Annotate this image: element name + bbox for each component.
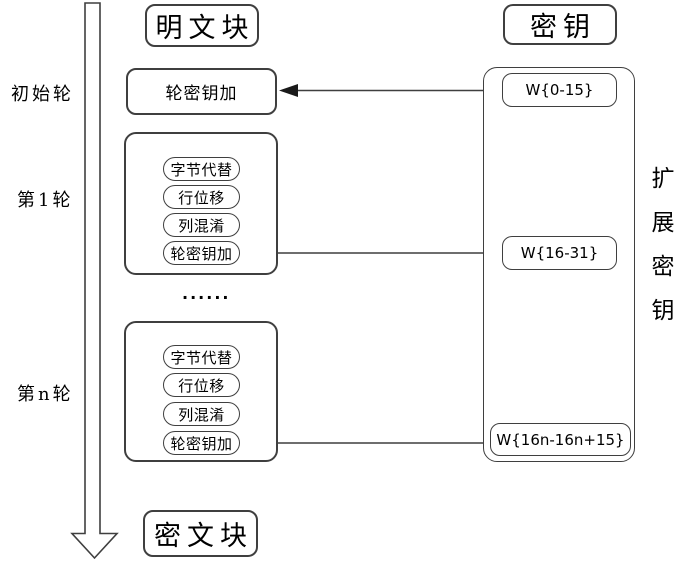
round1-mixcolumns-pill: 列混淆	[163, 213, 240, 237]
main-flow-down-arrow	[70, 2, 119, 560]
key-word-w16n-box: W{16n-16n+15}	[490, 423, 631, 456]
roundn-shiftrows-pill: 行位移	[163, 373, 240, 397]
round-1-label: 第1轮	[17, 190, 74, 211]
round1-addroundkey-pill: 轮密钥加	[163, 241, 240, 265]
arrow-w0-to-initial-addroundkey	[279, 84, 502, 97]
plaintext-block-box: 明文块	[145, 4, 259, 47]
key-word-w0-15-box: W{0-15}	[502, 73, 617, 107]
key-block-box: 密钥	[503, 4, 617, 45]
roundn-addroundkey-pill: 轮密钥加	[163, 431, 240, 455]
roundn-subbytes-pill: 字节代替	[163, 345, 240, 369]
ciphertext-block-box: 密文块	[143, 510, 258, 557]
key-word-w16-31-box: W{16-31}	[502, 236, 617, 270]
rounds-ellipsis: ······	[182, 288, 231, 307]
expanded-key-vertical-label: 扩展密钥	[647, 166, 673, 342]
initial-round-label: 初始轮	[11, 84, 74, 105]
round1-shiftrows-pill: 行位移	[163, 185, 240, 209]
round1-subbytes-pill: 字节代替	[163, 157, 240, 181]
arrow-wn-to-roundn-addroundkey	[242, 436, 490, 450]
roundn-mixcolumns-pill: 列混淆	[163, 402, 240, 426]
initial-addroundkey-box: 轮密钥加	[126, 68, 277, 115]
round-n-label: 第n轮	[17, 384, 74, 405]
arrow-w16-to-round1-addroundkey	[242, 246, 502, 260]
